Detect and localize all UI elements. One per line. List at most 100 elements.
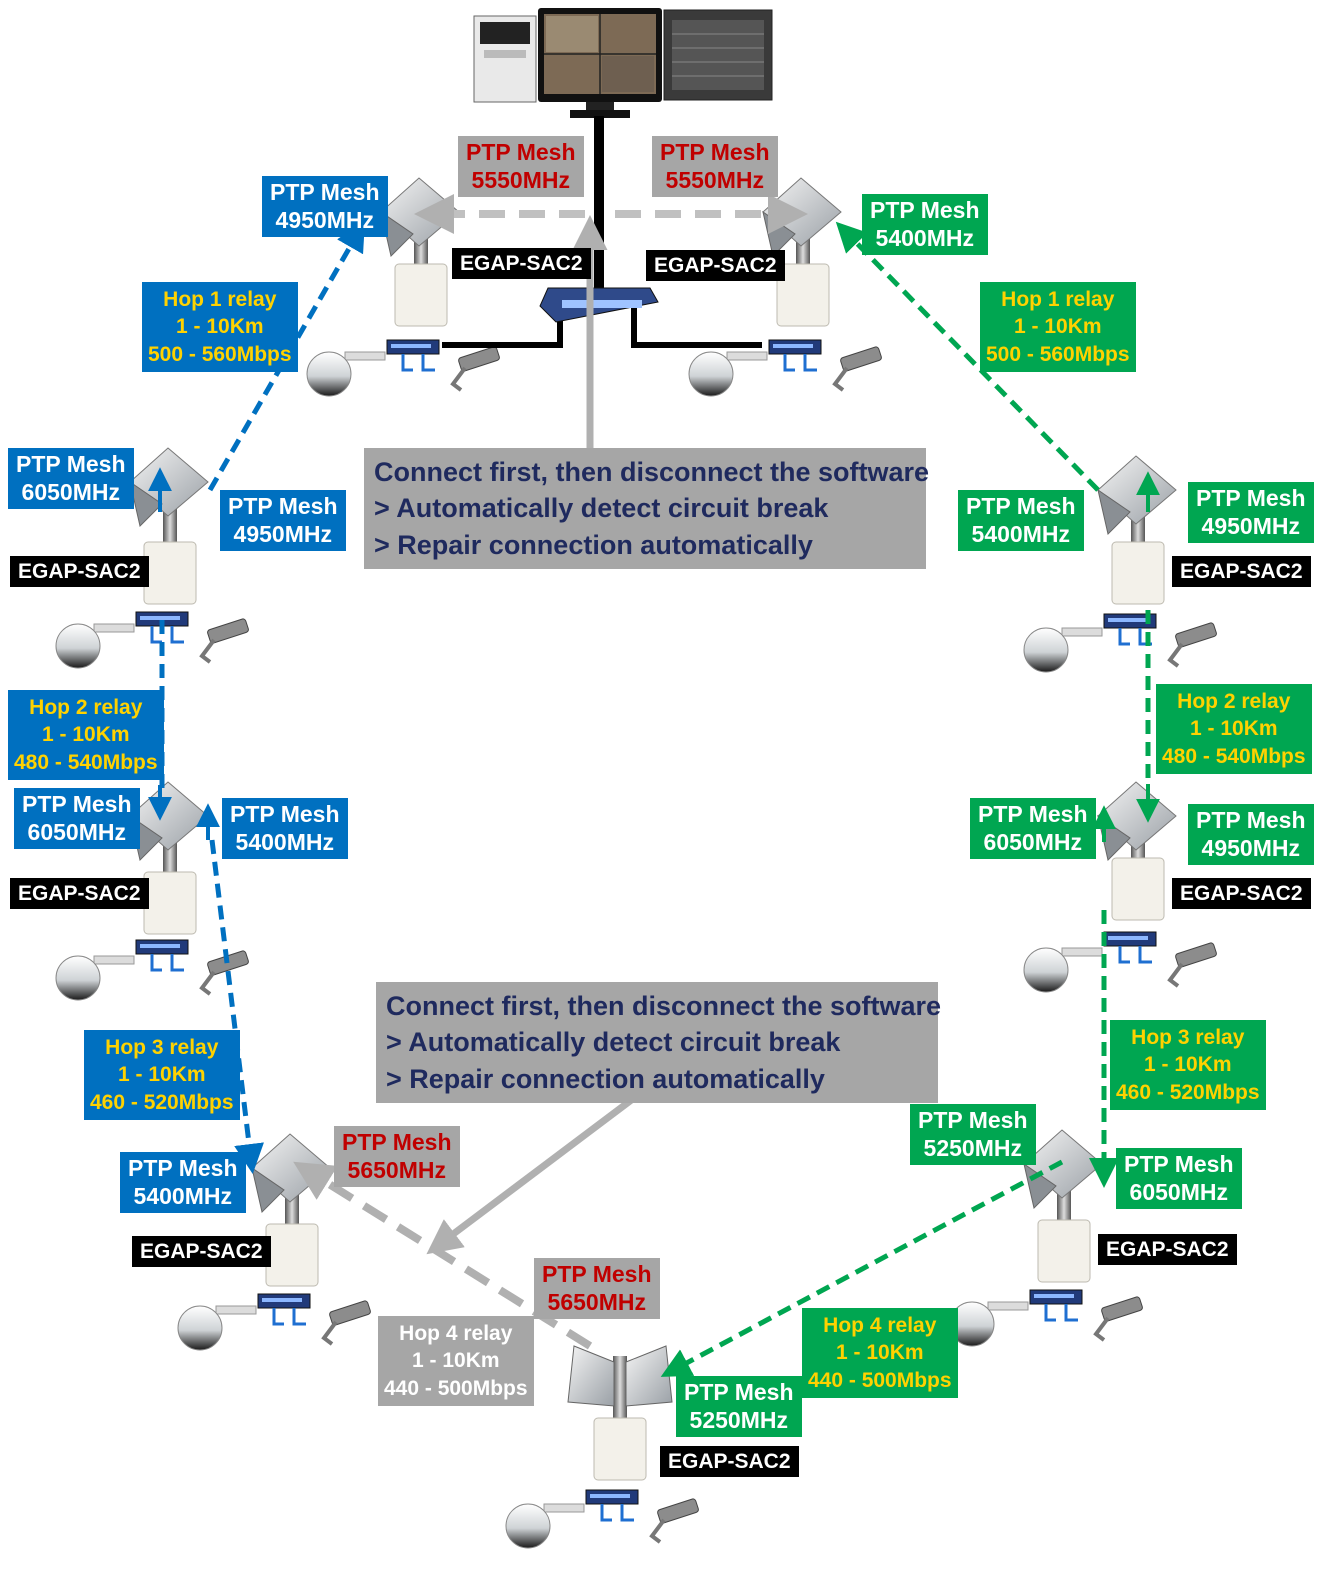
camera-mount bbox=[93, 955, 135, 965]
ptz-dome-camera-icon bbox=[177, 1305, 223, 1351]
uplink-cable bbox=[631, 300, 762, 348]
bullet-camera-icon bbox=[458, 346, 500, 372]
ptz-dome-camera-icon bbox=[505, 1503, 551, 1549]
network-cable bbox=[272, 1308, 284, 1326]
network-cable bbox=[150, 954, 162, 972]
radio-unit-icon bbox=[143, 871, 197, 935]
computer-tower-icon bbox=[473, 15, 537, 103]
camera-mount bbox=[199, 970, 216, 996]
radio-unit-icon bbox=[265, 1223, 319, 1287]
camera-mount bbox=[450, 366, 467, 392]
network-cable bbox=[1138, 946, 1152, 964]
hop-1-link-right bbox=[835, 221, 1100, 492]
bullet-camera-icon bbox=[329, 1300, 371, 1326]
bullet-camera-icon bbox=[1175, 622, 1217, 648]
network-cable bbox=[150, 626, 162, 644]
monitor-icon bbox=[538, 8, 662, 118]
panel-antenna-icon bbox=[251, 1166, 285, 1213]
camera-mount bbox=[649, 1518, 666, 1544]
radio-unit-icon bbox=[143, 541, 197, 605]
relay-station bbox=[177, 1133, 371, 1351]
bullet-camera-icon bbox=[840, 346, 882, 372]
radio-unit-icon bbox=[1111, 541, 1165, 605]
self-healing-note-top: Connect first, then disconnect the softw… bbox=[364, 448, 929, 570]
network-cable bbox=[170, 954, 184, 972]
camera-mount bbox=[726, 351, 768, 361]
ptz-dome-camera-icon bbox=[1023, 947, 1069, 993]
network-cable bbox=[170, 626, 184, 644]
network-cable bbox=[421, 354, 435, 372]
network-cable bbox=[600, 1504, 612, 1522]
ptz-dome-camera-icon bbox=[55, 955, 101, 1001]
panel-antenna-icon bbox=[625, 1345, 673, 1407]
hop-3-link-left bbox=[209, 839, 264, 1174]
network-cable bbox=[803, 354, 817, 372]
camera-mount bbox=[199, 638, 216, 664]
mounting-pole bbox=[613, 1356, 627, 1424]
camera-mount bbox=[93, 623, 135, 633]
camera-mount bbox=[1093, 1316, 1110, 1342]
device-label: EGAP-SAC2 bbox=[132, 1236, 271, 1268]
radio-unit-icon bbox=[1037, 1219, 1091, 1283]
network-cable bbox=[1118, 946, 1130, 964]
network-cable bbox=[1044, 1304, 1056, 1322]
device-label: EGAP-SAC2 bbox=[452, 248, 591, 280]
panel-antenna-icon bbox=[129, 480, 163, 527]
bullet-camera-icon bbox=[1175, 942, 1217, 968]
radio-unit-icon bbox=[1111, 857, 1165, 921]
network-cable bbox=[401, 354, 413, 372]
camera-mount bbox=[215, 1305, 257, 1315]
uplink-cable bbox=[594, 116, 604, 298]
radio-unit-icon bbox=[593, 1417, 647, 1481]
network-cable bbox=[783, 354, 795, 372]
device-label: EGAP-SAC2 bbox=[646, 250, 785, 282]
camera-mount bbox=[1061, 627, 1103, 637]
radio-unit-icon bbox=[394, 263, 448, 327]
ptz-dome-camera-icon bbox=[688, 351, 734, 397]
relay-station bbox=[306, 177, 500, 397]
camera-mount bbox=[1167, 962, 1184, 988]
panel-antenna-icon bbox=[567, 1345, 615, 1407]
camera-mount bbox=[1167, 642, 1184, 668]
relay-station bbox=[505, 1345, 699, 1549]
note-arrow-middle bbox=[426, 1095, 637, 1255]
hop-1-link-left bbox=[207, 220, 365, 492]
rack-server-icon bbox=[663, 9, 773, 101]
ptz-dome-camera-icon bbox=[1023, 627, 1069, 673]
device-label: EGAP-SAC2 bbox=[10, 878, 149, 910]
ptz-dome-camera-icon bbox=[55, 623, 101, 669]
camera-mount bbox=[832, 366, 849, 392]
device-label: EGAP-SAC2 bbox=[10, 556, 149, 588]
hop-4-link-green bbox=[660, 1159, 1064, 1377]
bullet-camera-icon bbox=[207, 618, 249, 644]
network-cable bbox=[620, 1504, 634, 1522]
ptz-dome-camera-icon bbox=[306, 351, 352, 397]
bullet-camera-icon bbox=[1101, 1296, 1143, 1322]
device-label: EGAP-SAC2 bbox=[1098, 1234, 1237, 1266]
device-label: EGAP-SAC2 bbox=[1172, 878, 1311, 910]
network-cable bbox=[292, 1308, 306, 1326]
